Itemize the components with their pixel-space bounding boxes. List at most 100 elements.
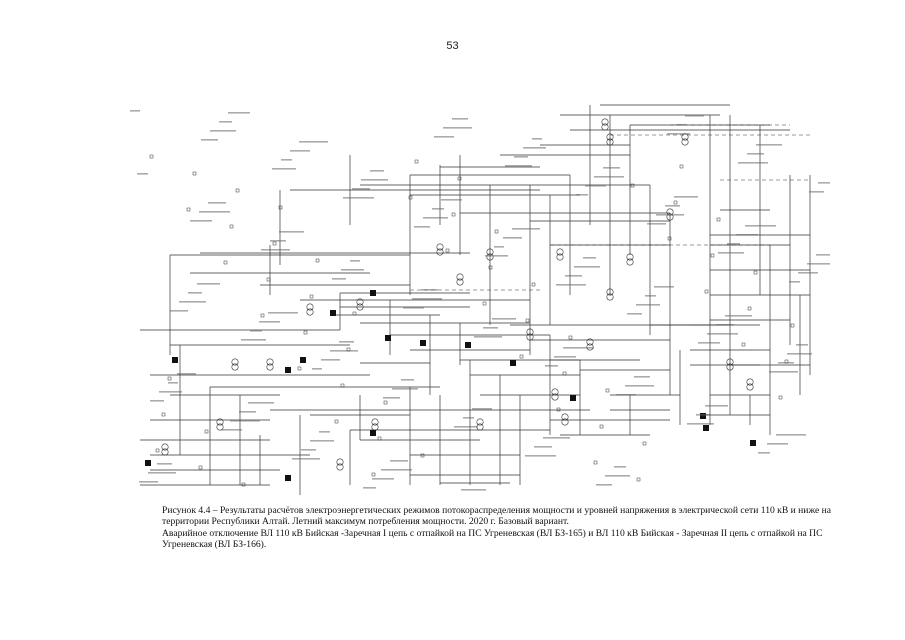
breaker-symbol: [704, 289, 709, 294]
annotation-mark: [758, 452, 770, 454]
annotation-mark: [616, 394, 636, 396]
annotation-mark: [727, 243, 740, 245]
breaker-symbol: [223, 260, 228, 265]
transformer-winding: [626, 258, 634, 266]
annotation-mark: [279, 231, 304, 233]
annotation-mark: [807, 263, 830, 265]
annotation-mark: [210, 130, 236, 132]
transformer-winding: [526, 333, 534, 341]
node-marker-square: [465, 342, 471, 348]
annotation-mark: [412, 298, 442, 300]
breaker-symbol: [192, 171, 197, 176]
annotation-mark: [627, 313, 642, 315]
breaker-symbol: [229, 224, 234, 229]
annotation-mark: [299, 141, 328, 143]
transformer-winding: [601, 123, 609, 131]
annotation-mark: [796, 344, 808, 346]
annotation-mark: [441, 199, 462, 201]
breaker-symbol: [562, 371, 567, 376]
breaker-symbol: [266, 277, 271, 282]
transformer-winding: [161, 448, 169, 456]
transformer-winding: [216, 423, 224, 431]
transformer-winding: [666, 213, 674, 221]
node-marker-square: [370, 430, 376, 436]
annotation-mark: [350, 260, 360, 262]
annotation-mark: [634, 376, 650, 378]
breaker-symbol: [383, 400, 388, 405]
annotation-mark: [472, 408, 492, 410]
breaker-symbol: [371, 472, 376, 477]
annotation-mark: [654, 286, 674, 288]
annotation-mark: [596, 484, 612, 486]
annotation-mark: [767, 443, 788, 445]
annotation-mark: [505, 165, 532, 167]
annotation-mark: [463, 417, 474, 419]
annotation-mark: [532, 138, 542, 140]
annotation-mark: [361, 179, 388, 181]
node-marker-square: [570, 395, 576, 401]
annotation-mark: [818, 182, 830, 184]
transformer-winding: [726, 363, 734, 371]
transformer-winding: [356, 303, 364, 311]
annotation-mark: [250, 330, 262, 332]
annotation-mark: [432, 208, 444, 210]
node-marker-square: [700, 413, 706, 419]
annotation-mark: [614, 466, 626, 468]
annotation-mark: [698, 342, 720, 344]
transformer-winding: [606, 138, 614, 146]
annotation-mark: [221, 429, 242, 431]
annotation-mark: [170, 310, 188, 312]
node-marker-square: [385, 335, 391, 341]
transformer-winding: [681, 138, 689, 146]
node-marker-square: [145, 460, 151, 466]
annotation-mark: [585, 185, 606, 187]
breaker-symbol: [599, 424, 604, 429]
annotation-mark: [718, 252, 744, 254]
node-marker-square: [330, 310, 336, 316]
breaker-symbol: [186, 207, 191, 212]
annotation-mark: [201, 139, 218, 141]
breaker-symbol: [241, 482, 246, 487]
breaker-symbol: [297, 366, 302, 371]
annotation-mark: [292, 458, 320, 460]
breaker-symbol: [630, 183, 635, 188]
breaker-symbol: [414, 159, 419, 164]
caption-emergency-note: Аварийное отключение ВЛ 110 кВ Бийская -…: [162, 527, 823, 551]
annotation-mark: [372, 478, 394, 480]
annotation-mark: [687, 423, 714, 425]
annotation-mark: [787, 353, 812, 355]
annotation-mark: [667, 133, 690, 135]
transformer-winding: [216, 418, 224, 426]
breaker-symbol: [525, 318, 530, 323]
breaker-symbol: [149, 154, 154, 159]
breaker-symbol: [340, 383, 345, 388]
annotation-mark: [756, 144, 782, 146]
breaker-symbol: [457, 176, 462, 181]
transformer-winding: [306, 308, 314, 316]
annotation-mark: [179, 301, 206, 303]
transformer-winding: [746, 383, 754, 391]
breaker-symbol: [377, 436, 382, 441]
annotation-mark: [594, 176, 624, 178]
node-marker-square: [750, 440, 756, 446]
breaker-symbol: [204, 429, 209, 434]
transformer-winding: [371, 418, 379, 426]
annotation-mark: [565, 275, 582, 277]
annotation-mark: [219, 121, 232, 123]
annotation-mark: [603, 167, 620, 169]
annotation-mark: [190, 220, 212, 222]
annotation-mark: [130, 110, 140, 112]
annotation-mark: [798, 272, 818, 274]
annotation-mark: [474, 336, 502, 338]
annotation-mark: [330, 350, 358, 352]
transformer-winding: [161, 443, 169, 451]
transformer-winding: [561, 413, 569, 421]
transformer-winding: [606, 293, 614, 301]
annotation-mark: [208, 202, 226, 204]
annotation-mark: [248, 402, 274, 404]
breaker-symbol: [198, 465, 203, 470]
transformer-winding: [551, 388, 559, 396]
transformer-winding: [601, 118, 609, 126]
annotation-mark: [556, 284, 586, 286]
annotation-mark: [736, 234, 758, 236]
